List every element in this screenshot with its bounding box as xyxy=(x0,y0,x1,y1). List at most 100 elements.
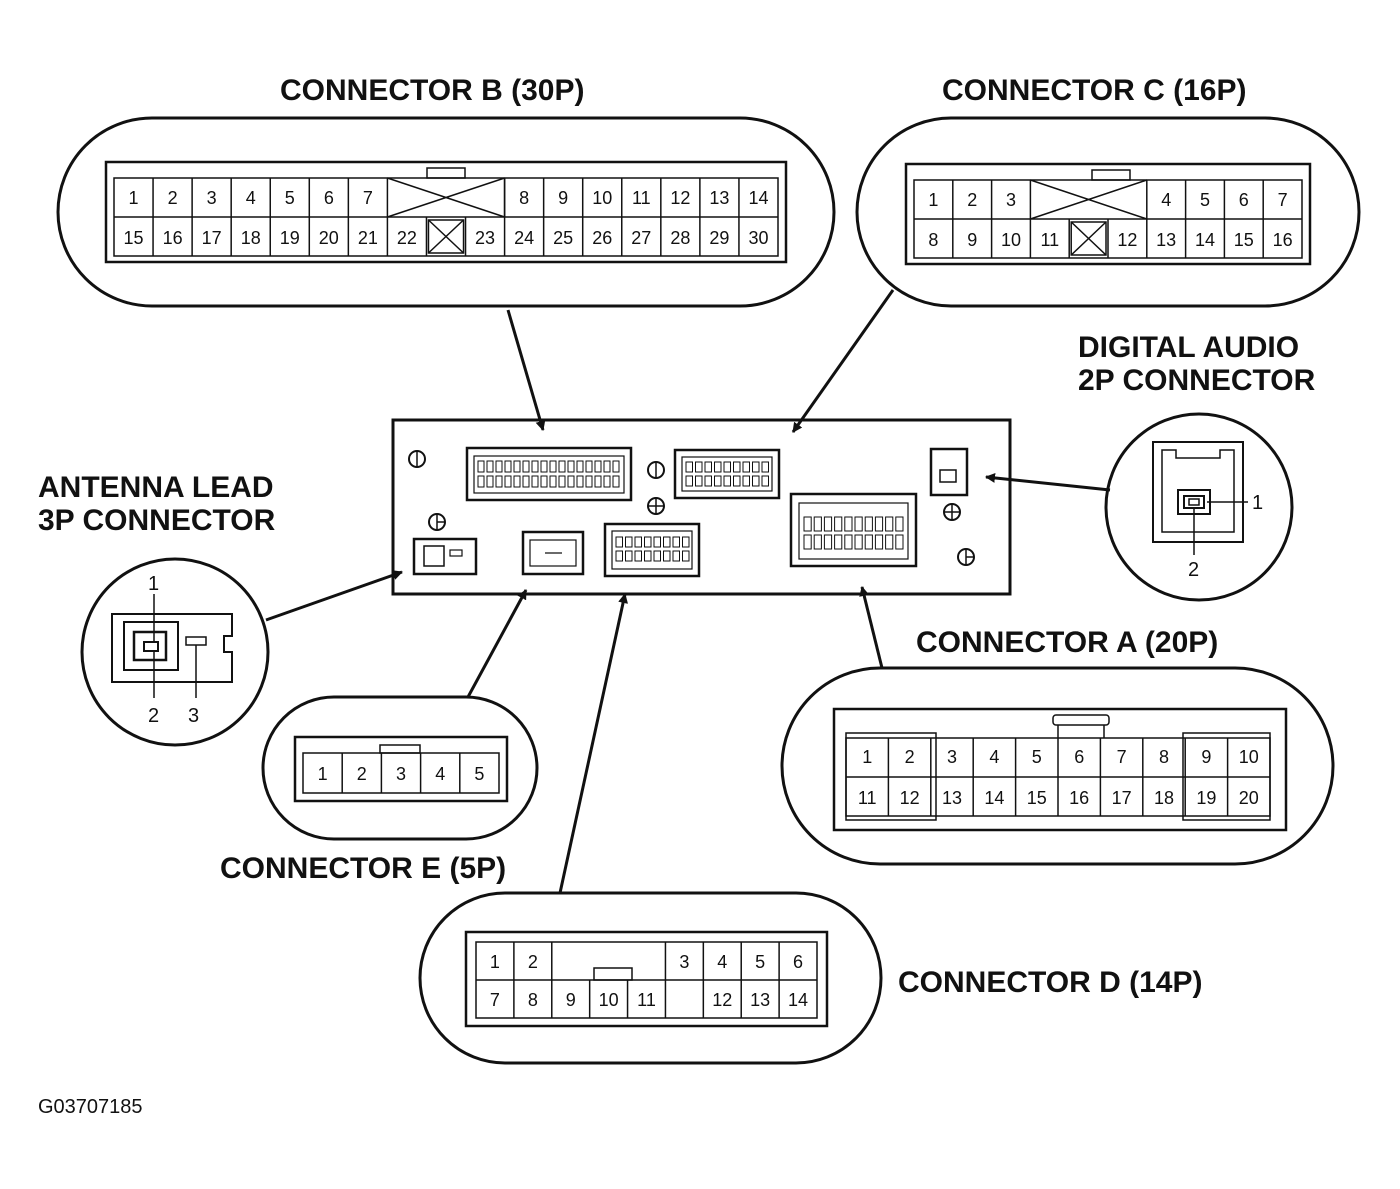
connector-e-pin: 1 xyxy=(318,764,328,784)
arrow-connector-c xyxy=(791,289,895,433)
connector-b-pin: 4 xyxy=(246,188,256,208)
connector-d-pin: 5 xyxy=(755,952,765,972)
connector-d-pin: 3 xyxy=(679,952,689,972)
mounting-screw-icon xyxy=(647,497,665,515)
connector-a-pin: 8 xyxy=(1159,747,1169,767)
connector-d-pin: 1 xyxy=(490,952,500,972)
connector-b-pin: 21 xyxy=(358,228,378,248)
connector-c-title: CONNECTOR C (16P) xyxy=(942,74,1246,107)
pointer-arrows xyxy=(265,289,1111,894)
connector-a-pin: 15 xyxy=(1027,788,1047,808)
arrow-antenna xyxy=(265,570,403,622)
connector-b-pin: 23 xyxy=(475,228,495,248)
connector-d-pin: 7 xyxy=(490,990,500,1010)
connector-c-pin: 14 xyxy=(1195,230,1215,250)
digital-audio-connector-view: 1 2 xyxy=(1104,412,1294,602)
connector-e-pin: 3 xyxy=(396,764,406,784)
connector-b-pin: 22 xyxy=(397,228,417,248)
connector-a-pin: 19 xyxy=(1196,788,1216,808)
connector-b-pin: 3 xyxy=(207,188,217,208)
connector-b-pin: 27 xyxy=(631,228,651,248)
connector-d-pin: 14 xyxy=(788,990,808,1010)
connector-a-pin: 4 xyxy=(989,747,999,767)
figure-code: G03707185 xyxy=(38,1096,143,1118)
connector-b-pin: 30 xyxy=(748,228,768,248)
antenna-pin-1: 1 xyxy=(148,573,159,595)
connector-b-pin: 5 xyxy=(285,188,295,208)
connector-d-pin: 4 xyxy=(717,952,727,972)
connector-c-pin: 1 xyxy=(928,190,938,210)
arrow-connector-b xyxy=(506,309,546,431)
connector-a-pin: 3 xyxy=(947,747,957,767)
connector-e-title: CONNECTOR E (5P) xyxy=(220,852,506,885)
connector-b-pin: 7 xyxy=(363,188,373,208)
connector-b-pin: 29 xyxy=(709,228,729,248)
connector-b-pin: 26 xyxy=(592,228,612,248)
connector-a-socket xyxy=(789,492,918,568)
connector-b-pin: 9 xyxy=(558,188,568,208)
connector-a-pin: 18 xyxy=(1154,788,1174,808)
antenna-title-line1: ANTENNA LEAD xyxy=(38,471,274,504)
connector-d-pin: 12 xyxy=(712,990,732,1010)
connector-d-pin: 8 xyxy=(528,990,538,1010)
connector-c-pin: 13 xyxy=(1156,230,1176,250)
connector-b-socket xyxy=(465,446,633,502)
connector-a-pin: 17 xyxy=(1112,788,1132,808)
connector-c-pin: 8 xyxy=(928,230,938,250)
connector-b-pin: 17 xyxy=(202,228,222,248)
connector-b-pin: 18 xyxy=(241,228,261,248)
connector-c-pin: 10 xyxy=(1001,230,1021,250)
connector-d-pin: 11 xyxy=(637,990,656,1010)
arrow-connector-d xyxy=(558,593,628,894)
connector-b-pin: 11 xyxy=(632,188,651,208)
connector-b-pin: 28 xyxy=(670,228,690,248)
connector-a-pin: 5 xyxy=(1032,747,1042,767)
connector-e-pin: 2 xyxy=(357,764,367,784)
connector-a-pin: 9 xyxy=(1201,747,1211,767)
connector-c-pin: 6 xyxy=(1239,190,1249,210)
antenna-title-line2: 3P CONNECTOR xyxy=(38,504,276,537)
arrow-connector-a xyxy=(859,586,884,669)
antenna-socket xyxy=(412,537,478,576)
connector-a-title: CONNECTOR A (20P) xyxy=(916,626,1218,659)
connector-e-pin: 4 xyxy=(435,764,445,784)
arrow-digital-audio xyxy=(985,472,1111,492)
connector-e-socket xyxy=(521,530,585,576)
connector-b-pin: 16 xyxy=(163,228,183,248)
connector-c-pin: 3 xyxy=(1006,190,1016,210)
connector-b-pin: 13 xyxy=(709,188,729,208)
mounting-screw-icon xyxy=(428,513,446,531)
connector-c-pin: 16 xyxy=(1273,230,1293,250)
connector-b-pin: 10 xyxy=(592,188,612,208)
mounting-screw-icon xyxy=(957,548,975,566)
connector-d-pin: 10 xyxy=(599,990,619,1010)
connector-d-pin: 9 xyxy=(566,990,576,1010)
connector-a-pin: 1 xyxy=(862,747,872,767)
connector-c-pin: 9 xyxy=(967,230,977,250)
connector-a-pin: 14 xyxy=(984,788,1004,808)
connector-a-pin: 2 xyxy=(905,747,915,767)
connector-a-pin: 11 xyxy=(858,788,877,808)
connector-c-pin: 5 xyxy=(1200,190,1210,210)
connector-b-pin: 15 xyxy=(124,228,144,248)
connector-b-pin: 1 xyxy=(129,188,139,208)
connector-d-pin: 6 xyxy=(793,952,803,972)
connector-b-pin: 2 xyxy=(168,188,178,208)
antenna-pin-2: 2 xyxy=(148,705,159,727)
arrow-connector-e xyxy=(466,589,528,698)
connector-b-pin: 8 xyxy=(519,188,529,208)
mounting-screw-icon xyxy=(943,503,961,521)
connector-c-pin: 11 xyxy=(1040,230,1059,250)
connector-b-pin: 19 xyxy=(280,228,300,248)
connector-c-pin: 15 xyxy=(1234,230,1254,250)
digital-audio-title-line1: DIGITAL AUDIO xyxy=(1078,331,1299,364)
connector-a-pin: 12 xyxy=(900,788,920,808)
mounting-screw-icon xyxy=(647,461,665,479)
connector-c-pin: 4 xyxy=(1161,190,1171,210)
